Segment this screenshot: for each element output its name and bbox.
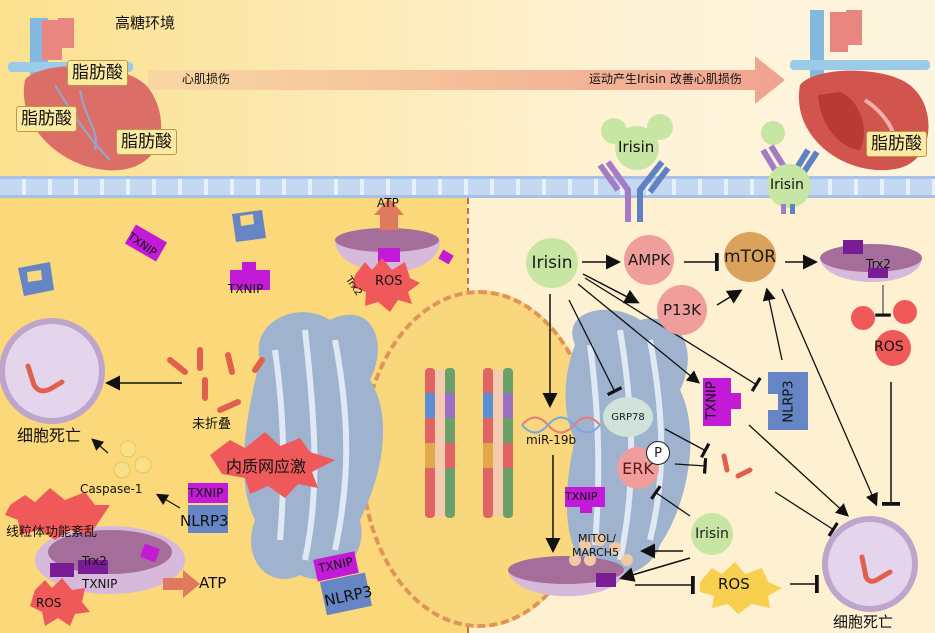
unfolded-proteins-left — [167, 347, 265, 413]
txnip-small-block — [565, 487, 605, 513]
inhibit-irisin-to-grp78 — [568, 299, 623, 397]
txnip-free-label-2: TXNIP — [228, 282, 264, 296]
grp78-node: GRP78 — [603, 397, 653, 437]
irisin-node-main: Irisin — [526, 238, 578, 288]
er-stress-label: 内质网应激 — [226, 457, 307, 476]
mtor-node: mTOR — [724, 232, 776, 282]
phospho-label: P — [654, 445, 662, 461]
atp-label-bottom: ATP — [199, 574, 227, 592]
txnip-nlrp3-complex-2 — [313, 551, 372, 616]
txnip-vertical-block — [703, 378, 741, 426]
progression-arrow — [148, 56, 785, 104]
er-stress-burst — [210, 432, 335, 498]
dead-cell-right — [822, 516, 918, 612]
caspase-label: Caspase-1 — [80, 482, 143, 496]
cell-death-label-right: 细胞死亡 — [833, 613, 894, 631]
arrow-irisin-to-mito — [619, 557, 691, 582]
grp78-label: GRP78 — [611, 411, 645, 423]
rescue-arrow-label: 运动产生Irisin 改善心肌损伤 — [589, 72, 742, 86]
inhibit-erk-to-unfolded — [674, 458, 708, 474]
arrow-nlrp3-to-mtor — [762, 287, 783, 361]
irisin-receptor-2 — [760, 121, 820, 214]
mirna-helix — [521, 416, 601, 434]
chromosome-right — [483, 368, 513, 518]
dead-cell-left — [0, 318, 105, 424]
nlrp3-piece-free-1 — [18, 262, 54, 296]
arrow-pi3k-to-mtor — [716, 289, 743, 306]
cell-membrane — [0, 176, 935, 198]
trx2-label-top-right: Trx2 — [866, 257, 891, 271]
ampk-node: AMPK — [624, 235, 674, 285]
arrow-irisin-to-pi3k — [582, 273, 640, 304]
txnip-small-label: TXNIP — [565, 490, 598, 503]
cell-death-label-left: 细胞死亡 — [17, 426, 82, 445]
caspase-1-particles — [113, 440, 152, 479]
irisin-main-label: Irisin — [531, 253, 573, 273]
txnip-nlrp3-complex-1 — [188, 483, 228, 533]
arrow-complex-to-caspase — [155, 493, 181, 509]
damage-arrow-label: 心肌损伤 — [182, 72, 231, 86]
ros-burst-top-right — [851, 300, 917, 366]
unfolded-protein-right — [721, 453, 753, 479]
nlrp3-piece-free-2 — [232, 210, 266, 242]
inhibit-unfolded-to-death — [774, 491, 839, 537]
mitochondrion-top-left — [335, 198, 454, 312]
arrow-caspase-to-death — [91, 438, 109, 454]
fatty-acid-label-2: 脂肪酸 — [16, 106, 77, 132]
ampk-label: AMPK — [627, 251, 671, 269]
inhibit-grp78-to-unfolded — [664, 428, 711, 459]
mitochondrion-top-right — [820, 240, 922, 282]
inhibit-irisin-to-erk — [650, 485, 691, 517]
mtor-label: mTOR — [723, 247, 777, 267]
fatty-acid-label-1: 脂肪酸 — [67, 60, 128, 86]
irisin-ligand-label-1: Irisin — [618, 138, 655, 156]
irisin-ligand-label-2: Irisin — [770, 177, 804, 193]
ros-label-top-right: ROS — [874, 339, 904, 355]
txnip-vertical-label: TXNIP — [704, 381, 720, 420]
txnip-piece-free-2 — [230, 262, 270, 290]
ros-label-bottom-left: ROS — [36, 596, 62, 610]
irisin-node-lower: Irisin — [691, 513, 733, 555]
ros-burst-bottom-right — [700, 562, 782, 614]
condition-label: 高糖环境 — [115, 14, 176, 32]
mitochondrion-bottom-right — [508, 534, 633, 597]
complex-1-txnip-label: TXNIP — [188, 486, 224, 500]
txnip-label-bottom-left: TXNIP — [82, 577, 118, 591]
fatty-acid-label-3: 脂肪酸 — [116, 129, 177, 155]
chromosome-left — [425, 368, 455, 518]
nlrp3-vertical-block — [768, 372, 808, 430]
arrow-mtor-to-death — [781, 288, 878, 507]
ros-label-bottom-right: ROS — [718, 575, 750, 593]
fatty-acid-label-4: 脂肪酸 — [866, 131, 927, 157]
irisin-receptor-1 — [597, 114, 673, 222]
healthy-heart-illustration — [790, 10, 930, 171]
mitol-label-line1: MITOL/ — [578, 532, 616, 545]
irisin-lower-label: Irisin — [695, 526, 729, 542]
mitol-label-line2: MARCH5 — [572, 546, 620, 559]
nlrp3-vertical-label: NLRP3 — [781, 380, 797, 423]
phospho-badge: P — [646, 441, 670, 465]
atp-label-top: ATP — [377, 196, 399, 210]
endoplasmic-reticulum-right — [565, 309, 691, 576]
erk-label: ERK — [622, 458, 654, 478]
mirna-label: miR-19b — [526, 433, 577, 447]
arrow-irisin-to-txnip — [577, 283, 701, 384]
mito-dysfunction-label: 线粒体功能紊乱 — [6, 525, 98, 540]
pi3k-label: P13K — [663, 301, 701, 319]
mitochondrion-bottom-left — [5, 488, 200, 626]
endoplasmic-reticulum-left — [243, 312, 384, 579]
ros-label-top-left: ROS — [375, 274, 403, 289]
unfolded-label: 未折叠 — [192, 417, 232, 432]
txnip-piece-free-1 — [124, 224, 168, 262]
pi3k-node: P13K — [657, 285, 707, 335]
arrow-txnip-to-death — [748, 424, 849, 517]
complex-1-nlrp3-label: NLRP3 — [180, 512, 229, 530]
trx2-label-bottom-left: Trx2 — [82, 554, 107, 568]
